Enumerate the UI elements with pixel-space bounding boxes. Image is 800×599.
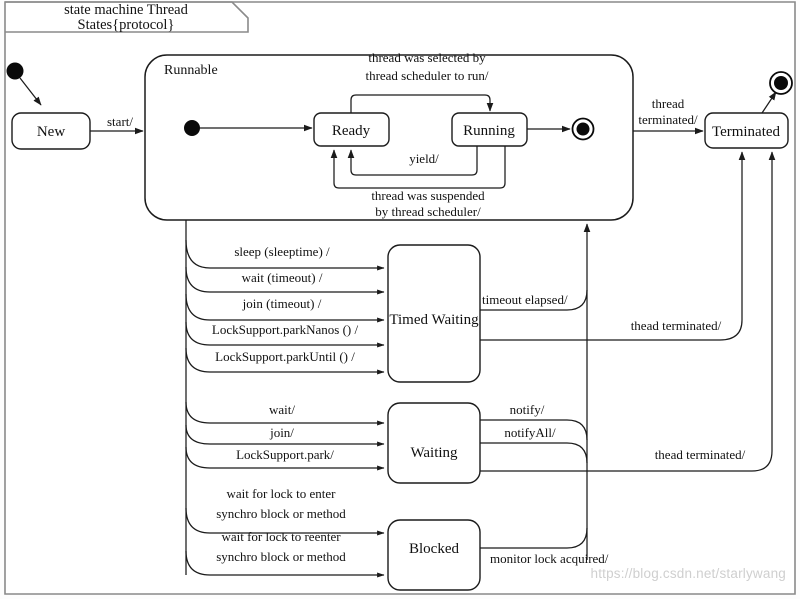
edge-sleep-to-timed-waiting [185, 239, 385, 271]
edge-park-to-waiting [185, 446, 385, 471]
label-selected-line1: thread was selected by [368, 50, 486, 65]
state-ready[interactable]: Ready [313, 112, 390, 147]
label-selected-line2: thread scheduler to run/ [365, 68, 488, 83]
label-wait-timeout: wait (timeout) / [242, 270, 323, 285]
state-terminated-label: Terminated [712, 124, 781, 140]
diagram-title-line1: state machine Thread [64, 2, 188, 18]
edge-initial-to-new [19, 77, 42, 106]
state-timed-waiting-label: Timed Waiting [389, 312, 479, 328]
state-ready-label: Ready [332, 123, 371, 139]
label-thead-terminated-timed: thead terminated/ [631, 318, 722, 333]
edge-join-to-waiting [185, 424, 385, 447]
edge-waiting-to-terminated [480, 151, 776, 472]
label-thread-terminated-line2: terminated/ [638, 112, 698, 127]
state-terminated[interactable]: Terminated [704, 112, 789, 149]
label-lock-reenter-line1: wait for lock to reenter [221, 529, 341, 544]
label-timeout-elapsed: timeout elapsed/ [482, 292, 568, 307]
state-waiting-label: Waiting [410, 445, 458, 461]
state-new[interactable]: New [11, 112, 91, 150]
edge-join-timeout-to-timed-waiting [185, 293, 385, 323]
state-waiting[interactable]: Waiting [387, 402, 481, 484]
edge-lock-reenter-to-blocked [185, 550, 385, 578]
label-notify: notify/ [510, 402, 545, 417]
state-running[interactable]: Running [451, 112, 528, 147]
edge-timed-waiting-to-terminated [480, 151, 746, 341]
edge-notify [480, 419, 588, 441]
edge-park-nanos-to-timed-waiting [185, 321, 385, 348]
label-suspended-line2: by thread scheduler/ [375, 204, 481, 219]
edge-lock-enter-to-blocked [185, 507, 385, 536]
state-timed-waiting[interactable]: Timed Waiting [387, 244, 481, 383]
label-thread-terminated-line1: thread [652, 96, 685, 111]
label-yield: yield/ [409, 151, 439, 166]
label-sleep: sleep (sleeptime) / [234, 244, 330, 259]
final-state-node [769, 71, 793, 95]
label-wait: wait/ [269, 402, 295, 417]
diagram-title-line2: States{protocol} [78, 17, 175, 33]
edge-timeout-elapsed [480, 289, 588, 311]
label-start: start/ [107, 114, 133, 129]
edge-ready-to-running [350, 94, 494, 113]
edge-notify-all [480, 442, 588, 464]
edge-wait-to-waiting [185, 401, 385, 426]
label-monitor-lock: monitor lock acquired/ [490, 551, 609, 566]
label-lock-enter-line1: wait for lock to enter [226, 486, 336, 501]
label-suspended-line1: thread was suspended [371, 188, 485, 203]
label-join: join/ [269, 425, 294, 440]
edge-park-until-to-timed-waiting [185, 347, 385, 375]
edge-terminated-to-final [761, 91, 777, 114]
edge-running-to-ready-suspended [330, 146, 506, 189]
state-running-label: Running [463, 123, 515, 139]
label-notify-all: notifyAll/ [504, 425, 556, 440]
initial-state-node [6, 62, 24, 80]
state-blocked-label: Blocked [409, 541, 459, 557]
state-new-label: New [37, 124, 65, 140]
label-park-nanos: LockSupport.parkNanos () / [212, 322, 359, 337]
edge-running-to-ready-yield [347, 146, 478, 176]
label-join-timeout: join (timeout) / [242, 296, 322, 311]
label-lock-reenter-line2: synchro block or method [216, 549, 346, 564]
label-park-until: LockSupport.parkUntil () / [215, 349, 355, 364]
label-thead-terminated-waiting: thead terminated/ [655, 447, 746, 462]
state-runnable-label: Runnable [164, 63, 218, 78]
label-lock-enter-line2: synchro block or method [216, 506, 346, 521]
edge-wait-timeout-to-timed-waiting [185, 266, 385, 295]
edge-monitor-lock-acquired [480, 527, 588, 549]
runnable-initial-node [184, 120, 200, 136]
diagram-title: state machine Thread States{protocol} [64, 2, 188, 33]
label-park: LockSupport.park/ [236, 447, 334, 462]
state-blocked[interactable]: Blocked [387, 519, 481, 591]
runnable-final-node [571, 117, 595, 141]
